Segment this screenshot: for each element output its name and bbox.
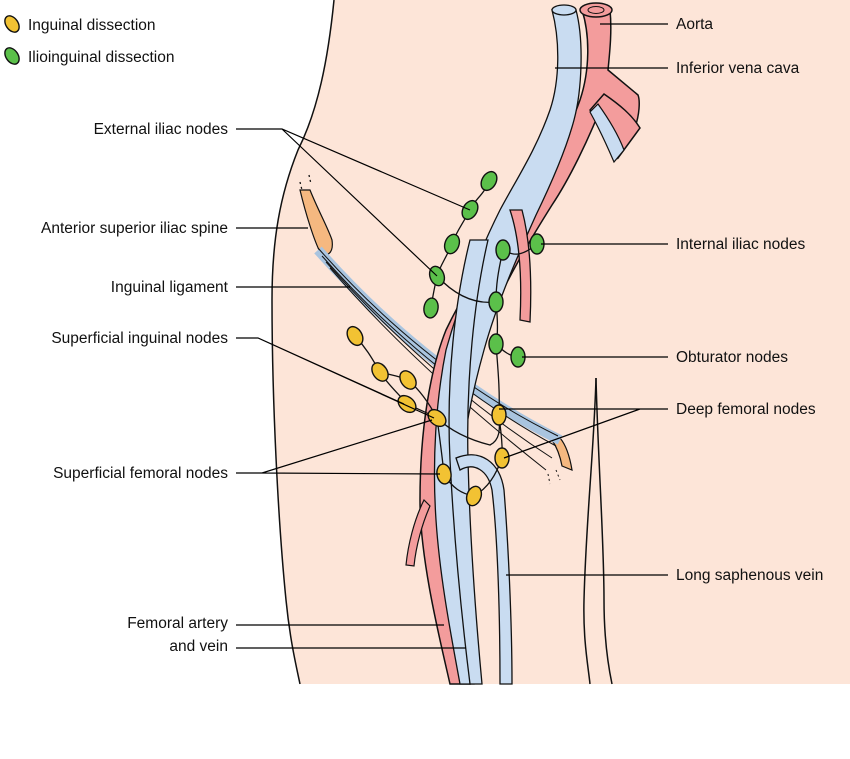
inguinal-ligament — [314, 246, 563, 485]
node-deep-fem-2 — [494, 447, 510, 469]
femoral-vein — [448, 239, 489, 685]
node-sup-fem-3 — [465, 485, 483, 507]
node-sup-ing-1 — [346, 325, 364, 347]
legend-ilioinguinal-label: Ilioinguinal dissection — [28, 49, 174, 66]
profunda-branch — [405, 498, 431, 567]
node-ext-iliac-1 — [480, 170, 498, 192]
label-femoral-vein: and vein — [169, 638, 228, 655]
inguinal-nodes — [346, 325, 510, 507]
inner-thigh-outline-2 — [595, 377, 613, 685]
label-asis: Anterior superior iliac spine — [41, 220, 228, 237]
node-int-iliac-3 — [488, 291, 504, 313]
label-femoral-artery: Femoral artery — [127, 615, 228, 632]
aorta-top — [579, 2, 613, 18]
asis-bone — [299, 189, 333, 256]
aorta-lumen — [587, 6, 605, 14]
node-sup-ing-2 — [371, 362, 389, 382]
label-superficial-femoral-nodes: Superficial femoral nodes — [53, 465, 228, 482]
node-sup-ing-3 — [399, 370, 417, 390]
node-obturator-1 — [488, 333, 504, 355]
label-superficial-inguinal-nodes: Superficial inguinal nodes — [51, 330, 228, 347]
long-saphenous-vein — [455, 454, 513, 685]
node-ext-iliac-5 — [423, 297, 439, 319]
node-deep-fem-1 — [491, 404, 507, 426]
node-sup-fem-1 — [427, 408, 447, 428]
label-long-saphenous-vein: Long saphenous vein — [676, 567, 823, 584]
node-sup-fem-2 — [436, 463, 452, 485]
legend-inguinal-label: Inguinal dissection — [28, 17, 156, 34]
ivc-top — [551, 4, 577, 16]
ivc-branch — [589, 103, 625, 164]
inner-thigh-outline — [583, 377, 597, 685]
body-silhouette — [272, 0, 850, 684]
label-obturator-nodes: Obturator nodes — [676, 349, 788, 366]
leader-lines — [236, 23, 668, 649]
internal-iliac-artery — [509, 209, 532, 323]
label-aorta: Aorta — [676, 16, 713, 33]
label-internal-iliac-nodes: Internal iliac nodes — [676, 236, 805, 253]
asis-dots — [299, 174, 312, 191]
label-deep-femoral-nodes: Deep femoral nodes — [676, 401, 816, 418]
legend-green-node — [4, 47, 20, 65]
label-external-iliac-nodes: External iliac nodes — [94, 121, 229, 138]
label-inferior-vena-cava: Inferior vena cava — [676, 60, 800, 77]
label-inguinal-ligament: Inguinal ligament — [111, 279, 229, 296]
node-ext-iliac-3 — [443, 233, 461, 255]
node-int-iliac-1 — [495, 239, 511, 261]
body-outline — [271, 0, 335, 685]
pubic-bone — [551, 437, 573, 471]
legend-yellow-node — [4, 15, 20, 33]
